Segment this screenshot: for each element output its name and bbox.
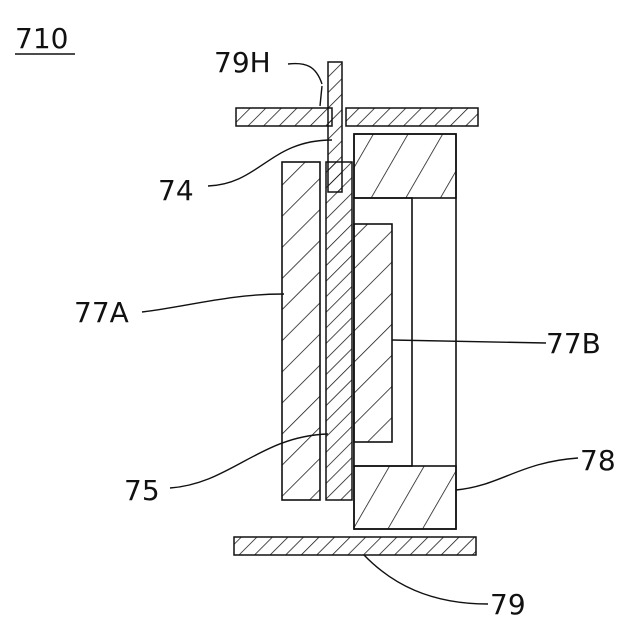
label-77A: 77A [74,296,129,329]
label-75: 75 [124,474,160,507]
label-77B: 77B [546,327,601,360]
label-74: 74 [158,174,194,207]
label-79H: 79H [214,46,271,79]
leader-79 [364,555,488,604]
bottom-plate-79 [234,537,476,555]
label-78: 78 [580,444,616,477]
top-plate-left [236,108,332,126]
figure-number: 710 [15,22,68,55]
leader-78 [456,458,578,490]
rod-74 [328,62,342,192]
leader-79H [288,64,322,84]
diaphragm-75 [326,162,352,500]
top-plate-right [346,108,478,126]
magnet-77A [282,162,320,500]
magnet-77B [354,224,392,442]
label-79: 79 [490,588,526,621]
housing-78-top-block [354,134,456,198]
leader-77A [142,294,284,312]
housing-78-bottom-block [354,466,456,529]
leader-79H-tick [320,86,322,106]
